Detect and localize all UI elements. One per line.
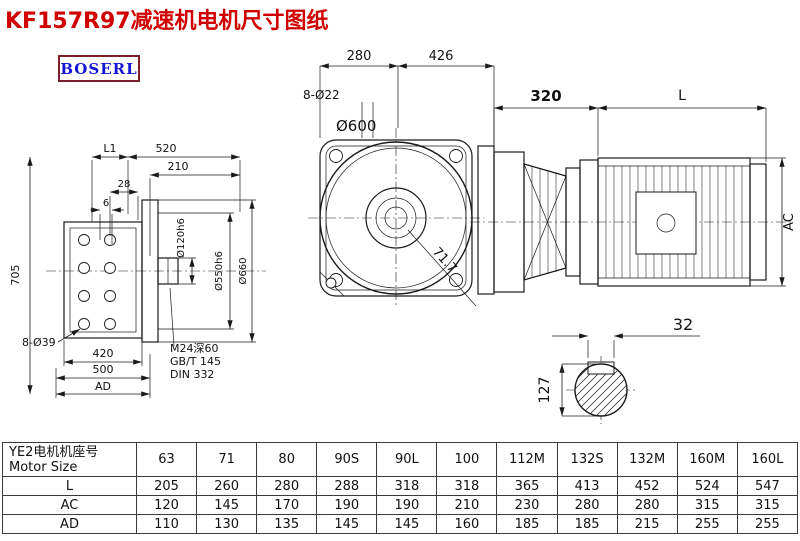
dim-label-520: 520: [156, 142, 177, 155]
table-header-en: Motor Size: [9, 459, 78, 475]
dim-label-705: 705: [9, 265, 22, 286]
table-col-header: 132M: [616, 442, 678, 477]
left-view: L1 520 210 28 6 705 Ø120h6: [9, 142, 266, 398]
diag-dim-label: 71.7: [429, 245, 460, 277]
page-title: KF157R97减速机电机尺寸图纸: [5, 9, 329, 34]
dim-label-32: 32: [673, 315, 693, 334]
table-cell: 185: [496, 514, 558, 534]
gearbox-housing-front: [63, 221, 143, 339]
motor-size-table: YE2电机机座号 Motor Size 63 71 80 90S 90L 100…: [2, 442, 799, 534]
table-row-label: L: [2, 476, 137, 496]
table-cell: 205: [135, 476, 198, 496]
table-cell: 170: [256, 495, 318, 515]
dim-label-AC: AC: [782, 213, 797, 231]
table-header-motor-size: YE2电机机座号 Motor Size: [2, 442, 137, 477]
note-din: DIN 332: [170, 368, 214, 381]
dim-label-L1: L1: [103, 142, 116, 155]
shaft-end-view: 32 127: [537, 315, 700, 424]
dim-label-426: 426: [429, 49, 454, 64]
table-cell: 255: [736, 514, 799, 534]
dim-label-280: 280: [347, 49, 372, 64]
table-cell: 120: [135, 495, 198, 515]
table-cell: 255: [676, 514, 738, 534]
table-cell: 145: [196, 495, 258, 515]
table-col-header: 90S: [316, 442, 378, 477]
table-header-row: YE2电机机座号 Motor Size 63 71 80 90S 90L 100…: [2, 442, 799, 477]
table-cell: 110: [135, 514, 198, 534]
table-col-header: 71: [196, 442, 258, 477]
table-cell: 135: [256, 514, 318, 534]
dim-label-28: 28: [118, 179, 131, 190]
dia-label-600: Ø600: [336, 117, 376, 135]
dim-label-500: 500: [93, 363, 114, 376]
table-cell: 190: [376, 495, 438, 515]
table-row-label: AC: [2, 495, 137, 515]
table-cell: 365: [496, 476, 558, 496]
table-col-header: 80: [256, 442, 318, 477]
table-cell: 547: [736, 476, 799, 496]
brand-logo-text: BOSERL: [60, 59, 138, 78]
technical-drawing: L1 520 210 28 6 705 Ø120h6: [9, 49, 797, 424]
table-cell: 315: [736, 495, 799, 515]
note-m24: M24深60: [170, 342, 219, 355]
table-row-AD: AD 110 130 135 145 145 160 185 185 215 2…: [2, 514, 799, 534]
table-cell: 318: [436, 476, 498, 496]
dim-label-320: 320: [530, 87, 561, 105]
table-cell: 190: [316, 495, 378, 515]
table-cell: 215: [616, 514, 678, 534]
table-cell: 260: [196, 476, 258, 496]
dim-label-127: 127: [537, 377, 553, 404]
table-cell: 413: [556, 476, 618, 496]
dim-label-210: 210: [168, 160, 189, 173]
dim-label-AD: AD: [95, 380, 111, 393]
table-row-label: AD: [2, 514, 137, 534]
table-col-header: 160L: [736, 442, 799, 477]
table-cell: 288: [316, 476, 378, 496]
brand-logo: BOSERL: [58, 55, 140, 82]
holes-label-8x22: 8-Ø22: [303, 88, 340, 102]
table-col-header: 90L: [376, 442, 438, 477]
table-cell: 280: [256, 476, 318, 496]
table-cell: 145: [376, 514, 438, 534]
flange-plate-edge: [477, 145, 495, 295]
table-col-header: 63: [135, 442, 198, 477]
table-row-AC: AC 120 145 170 190 190 210 230 280 280 3…: [2, 495, 799, 515]
dia-label-120: Ø120h6: [175, 218, 187, 258]
dim-label-420: 420: [93, 347, 114, 360]
table-cell: 315: [676, 495, 738, 515]
table-col-header: 132S: [556, 442, 618, 477]
table-cell: 160: [436, 514, 498, 534]
flange-circle-600: [319, 141, 473, 295]
table-cell: 210: [436, 495, 498, 515]
table-cell: 185: [556, 514, 618, 534]
dia-label-550: Ø550h6: [213, 251, 225, 291]
table-header-cn: YE2电机机座号: [9, 444, 99, 460]
table-cell: 280: [616, 495, 678, 515]
table-cell: 230: [496, 495, 558, 515]
dim-label-6: 6: [103, 198, 109, 209]
table-cell: 280: [556, 495, 618, 515]
table-cell: 145: [316, 514, 378, 534]
fan-cowl: [749, 163, 767, 281]
table-cell: 524: [676, 476, 738, 496]
side-view: 320 L AC: [470, 87, 797, 295]
table-cell: 452: [616, 476, 678, 496]
table-col-header: 160M: [676, 442, 738, 477]
dia-label-660: Ø660: [237, 258, 249, 285]
table-cell: 130: [196, 514, 258, 534]
dim-label-L: L: [678, 88, 686, 104]
terminal-box: [635, 191, 697, 255]
table-row-L: L 205 260 280 288 318 318 365 413 452 52…: [2, 476, 799, 496]
table-col-header: 100: [436, 442, 498, 477]
front-view: Ø600 280 426 8-Ø22 71.7: [303, 49, 495, 308]
table-col-header: 112M: [496, 442, 558, 477]
holes-label-8x39: 8-Ø39: [22, 336, 56, 349]
table-cell: 318: [376, 476, 438, 496]
note-gb: GB/T 145: [170, 355, 221, 368]
